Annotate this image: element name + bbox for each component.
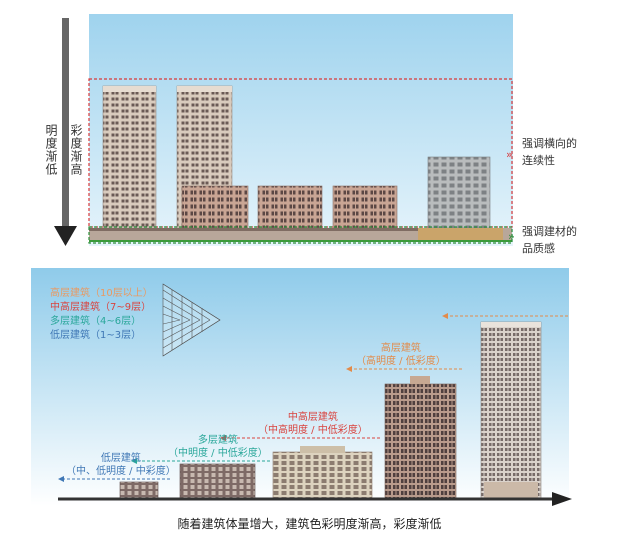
- midrise-2: [257, 185, 323, 229]
- lowrise-building: [119, 481, 159, 499]
- vertical-label-chroma: 彩度渐高: [69, 124, 83, 176]
- multi-label-arrow-icon: [131, 458, 137, 464]
- annotation-highrise: 高层建筑 （高明度 / 低彩度）: [356, 342, 446, 368]
- caption: 随着建筑体量增大，建筑色彩明度渐高，彩度渐低: [177, 517, 442, 531]
- annotation-lowrise-sub: （中、低明度 / 中彩度）: [66, 466, 176, 477]
- legend-midhigh: 中高层建筑（7~9层）: [50, 302, 152, 313]
- right-label-material: 强调建材的品质感: [522, 223, 582, 257]
- color-triangle-diagram: [162, 283, 221, 357]
- vertical-label-brightness: 明度渐低: [44, 124, 58, 176]
- midrise-3: [332, 185, 398, 229]
- annotation-midhigh-sub: （中高明度 / 中低彩度）: [258, 425, 368, 436]
- high-guide-arrow-icon: [442, 313, 448, 319]
- tower-1: [102, 85, 157, 229]
- annotation-midhigh: 中高层建筑 （中高明度 / 中低彩度）: [258, 411, 368, 437]
- midhigh-label-arrow-icon: [220, 435, 226, 441]
- top-panel: » » 明度渐低 彩度渐高 强调横向的连续性 强调建材的品质感: [0, 0, 619, 262]
- legend-lowrise: 低层建筑（1~3层）: [50, 330, 142, 341]
- multistorey-building: [272, 446, 373, 499]
- annotation-multistorey-sub: （中明度 / 中低彩度）: [168, 448, 268, 459]
- low-label-arrow-icon: [58, 476, 64, 482]
- top-elevation-drawing: » »: [54, 14, 515, 246]
- legend-multistorey: 多层建筑（4~6层）: [50, 316, 142, 327]
- annotation-multistorey: 多层建筑 （中明度 / 中低彩度）: [168, 434, 268, 460]
- annotation-lowrise-title: 低层建筑: [100, 453, 141, 464]
- red-chevron-icon: »: [506, 148, 513, 161]
- highrise-tower: [480, 321, 542, 499]
- grey-tower: [427, 156, 491, 229]
- midhigh-tower: [384, 376, 457, 499]
- annotation-midhigh-title: 中高层建筑: [287, 412, 338, 423]
- green-chevron-icon: »: [508, 230, 515, 243]
- material-quality-frame: [88, 226, 513, 244]
- brightness-arrow-head: [54, 226, 77, 246]
- right-label-material-text: 强调建材的品质感: [522, 225, 577, 255]
- podium-band: [89, 228, 512, 242]
- midrise-1: [181, 185, 249, 229]
- bottom-massing-drawing: [31, 268, 572, 506]
- annotation-multistorey-title: 多层建筑: [197, 435, 238, 446]
- annotation-lowrise: 低层建筑 （中、低明度 / 中彩度）: [66, 452, 176, 478]
- right-label-continuity: 强调横向的连续性: [522, 135, 582, 169]
- legend: 高层建筑（10层以上） 中高层建筑（7~9层） 多层建筑（4~6层） 低层建筑（…: [50, 287, 153, 343]
- legend-highrise: 高层建筑（10层以上）: [50, 288, 153, 299]
- low-mid-building: [179, 463, 256, 499]
- annotation-highrise-title: 高层建筑: [380, 343, 421, 354]
- brightness-arrow-shaft: [62, 18, 69, 228]
- scale-axis-arrow-head: [552, 492, 572, 506]
- annotation-highrise-sub: （高明度 / 低彩度）: [356, 356, 446, 367]
- right-label-continuity-text: 强调横向的连续性: [522, 137, 577, 167]
- bottom-panel: 高层建筑（10层以上） 中高层建筑（7~9层） 多层建筑（4~6层） 低层建筑（…: [0, 262, 619, 550]
- high-label-arrow-icon: [346, 366, 352, 372]
